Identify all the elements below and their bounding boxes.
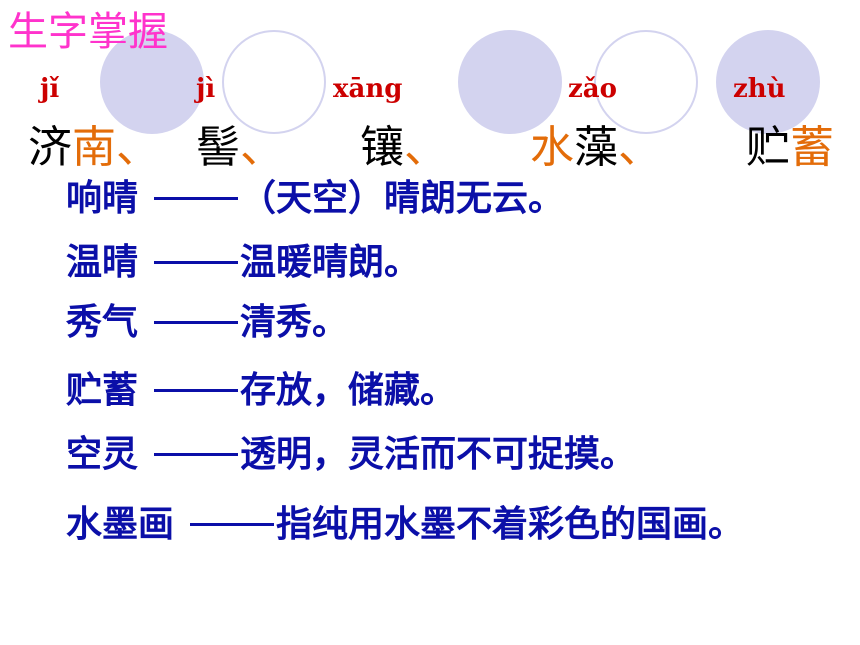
separator: 、: [618, 122, 662, 173]
definition-row: 秀气 清秀。: [66, 300, 348, 346]
decor-circle-5: [716, 30, 820, 134]
dash-line: [154, 320, 239, 324]
word-char: 贮: [746, 122, 790, 173]
definition-row: 贮蓄 存放，储藏。: [66, 368, 456, 414]
definition-row: 水墨画 指纯用水墨不着彩色的国画。: [66, 502, 744, 548]
definition-meaning: 透明，灵活而不可捉摸。: [240, 434, 637, 475]
pinyin-5: zhù: [733, 74, 786, 104]
definition-term: 空灵: [66, 434, 139, 475]
definition-meaning: 指纯用水墨不着彩色的国画。: [276, 504, 745, 545]
decor-circle-3: [458, 30, 562, 134]
word-char: 镶: [360, 122, 404, 173]
definition-meaning: 清秀。: [240, 302, 349, 343]
definition-term: 秀气: [66, 302, 139, 343]
word-shuizao: 水藻、: [530, 120, 662, 176]
definition-meaning: （天空）晴朗无云。: [240, 178, 565, 219]
dash-line: [154, 196, 239, 200]
decor-circle-2: [222, 30, 326, 134]
decor-circle-1: [100, 30, 204, 134]
word-char-highlight: 水: [530, 122, 574, 173]
word-char-highlight: 蓄: [790, 122, 834, 173]
separator: 、: [240, 122, 284, 173]
dash-line: [154, 260, 239, 264]
word-xiang: 镶、: [360, 120, 448, 176]
definition-term: 水墨画: [66, 504, 175, 545]
definition-row: 空灵 透明，灵活而不可捉摸。: [66, 432, 636, 478]
pinyin-3: xāng: [333, 74, 403, 104]
word-zhuxu: 贮蓄: [746, 120, 834, 176]
separator: 、: [404, 122, 448, 173]
pinyin-1: jǐ: [40, 74, 60, 104]
definition-term: 温晴: [66, 242, 139, 283]
definition-row: 响晴 （天空）晴朗无云。: [66, 176, 564, 222]
pinyin-2: jì: [196, 74, 216, 104]
definition-meaning: 温暖晴朗。: [240, 242, 421, 283]
word-ji: 髻、: [196, 120, 284, 176]
page-title: 生字掌握: [8, 9, 168, 55]
word-jinan: 济南、: [28, 120, 160, 176]
definition-term: 响晴: [66, 178, 139, 219]
dash-line: [154, 452, 239, 456]
pinyin-4: zǎo: [568, 74, 617, 104]
decor-circle-4: [594, 30, 698, 134]
dash-line: [190, 522, 275, 526]
separator: 、: [116, 122, 160, 173]
dash-line: [154, 388, 239, 392]
word-char: 藻: [574, 122, 618, 173]
word-char: 髻: [196, 122, 240, 173]
definition-term: 贮蓄: [66, 370, 139, 411]
definition-meaning: 存放，储藏。: [240, 370, 457, 411]
word-char: 济: [28, 122, 72, 173]
definition-row: 温晴 温暖晴朗。: [66, 240, 420, 286]
word-char-highlight: 南: [72, 122, 116, 173]
